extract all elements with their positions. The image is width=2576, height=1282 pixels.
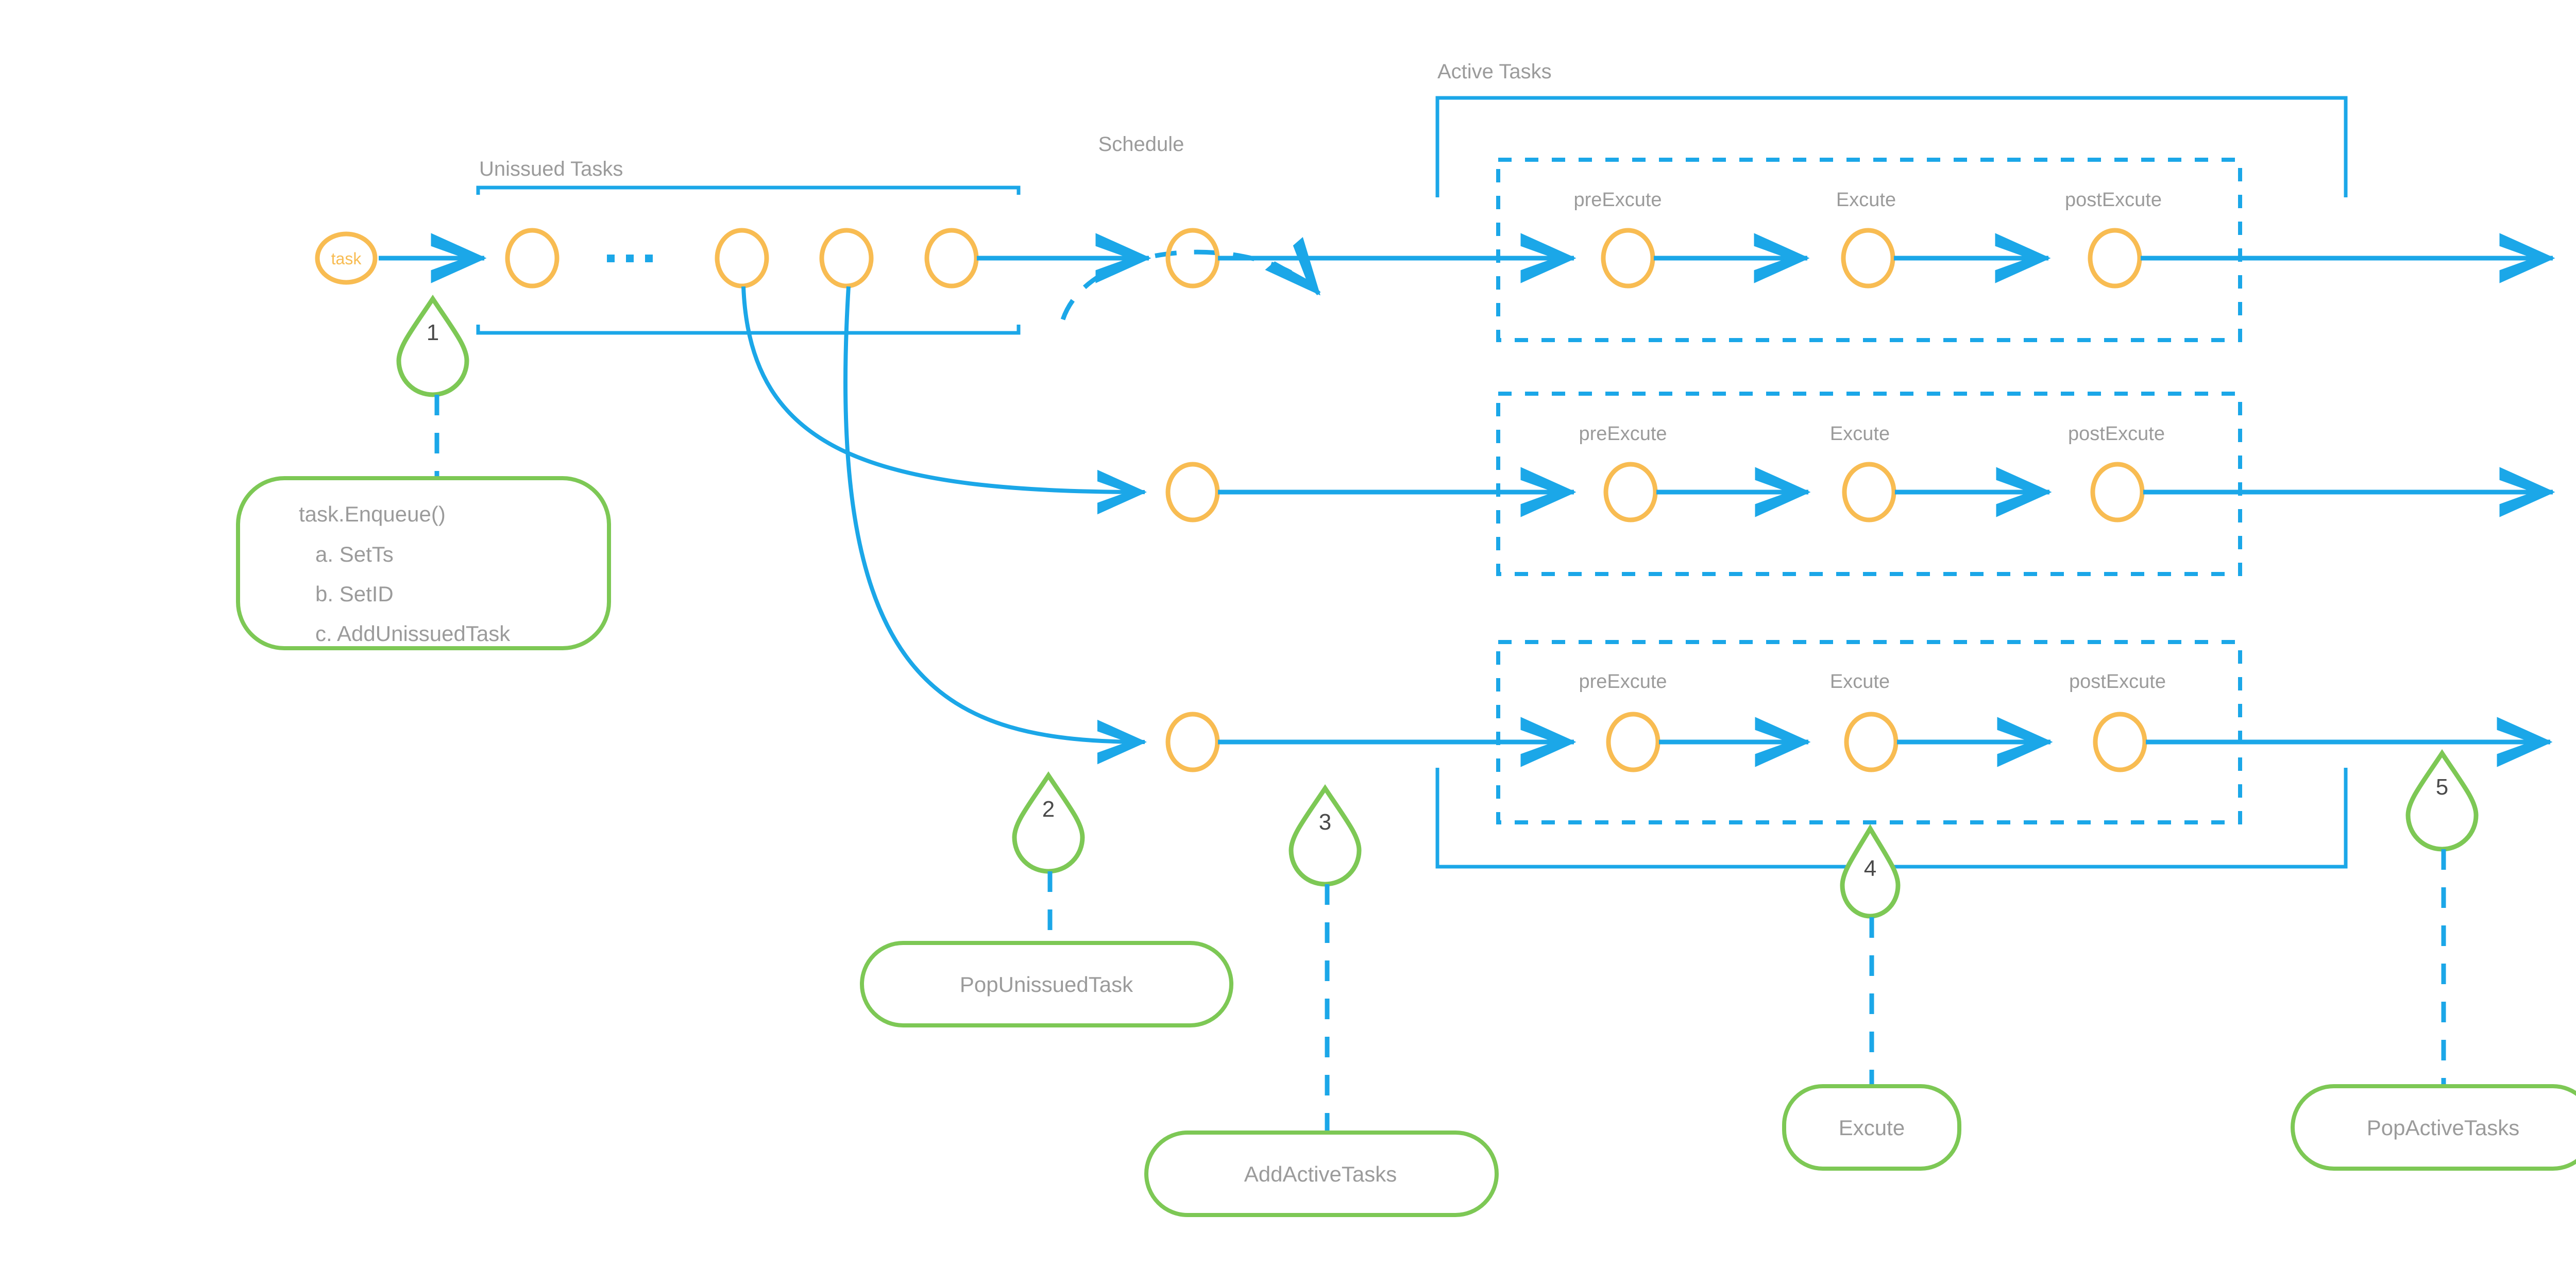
row3-node-post <box>2093 712 2147 772</box>
label-schedule: Schedule <box>1098 133 1184 156</box>
row2-label-pre: preExcute <box>1579 423 1667 445</box>
marker-2-number: 2 <box>1042 797 1055 822</box>
callout-popactive[interactable]: PopActiveTasks <box>2291 1084 2576 1171</box>
callout-popunissued[interactable]: PopUnissuedTask <box>860 941 1233 1027</box>
node-task-label: task <box>331 249 362 268</box>
row2-label-exec: Excute <box>1830 423 1890 445</box>
row1-node-post <box>2088 228 2142 289</box>
queue-node-1 <box>505 228 560 289</box>
row3-label-post: postExcute <box>2069 671 2166 693</box>
callout-enqueue-item-1: b. SetID <box>315 582 394 606</box>
row3-entry-node <box>1165 712 1220 772</box>
marker-5-number: 5 <box>2436 774 2448 800</box>
edge-queue-to-row2 <box>741 286 1147 515</box>
queue-node-2 <box>715 228 769 289</box>
callout-excute-label: Excute <box>1839 1116 1905 1140</box>
callout-addactive[interactable]: AddActiveTasks <box>1144 1131 1499 1217</box>
callout-enqueue-item-2: c. AddUnissuedTask <box>315 621 511 646</box>
callout-popunissued-label: PopUnissuedTask <box>960 972 1133 997</box>
row2-entry-node <box>1165 462 1220 522</box>
label-unissued-tasks: Unissued Tasks <box>479 158 623 180</box>
callout-enqueue[interactable]: task.Enqueue() a. SetTs b. SetID c. AddU… <box>236 476 611 650</box>
row1-node-pre <box>1601 228 1655 289</box>
marker-1-number: 1 <box>427 320 439 345</box>
callout-enqueue-title: task.Enqueue() <box>299 502 446 526</box>
marker-5[interactable]: 5 <box>2405 749 2479 852</box>
callout-enqueue-item-0: a. SetTs <box>315 542 394 566</box>
row3-label-exec: Excute <box>1830 671 1890 693</box>
schedule-arc <box>1060 237 1321 320</box>
row3-pipeline-box <box>1496 640 2242 824</box>
marker-4[interactable]: 4 <box>1840 824 1901 919</box>
row3-label-pre: preExcute <box>1579 671 1667 693</box>
row1-pipeline-box <box>1496 158 2242 342</box>
queue-node-4 <box>924 228 979 289</box>
row1-node-exec <box>1841 228 1895 289</box>
callout-excute[interactable]: Excute <box>1782 1084 1961 1171</box>
row2-node-exec <box>1842 462 1896 522</box>
row1-entry-node <box>1165 228 1220 289</box>
node-task: task <box>315 231 378 285</box>
callout-popactive-label: PopActiveTasks <box>2367 1116 2519 1140</box>
marker-3-number: 3 <box>1319 809 1331 835</box>
row2-node-pre <box>1603 462 1658 522</box>
row3-node-exec <box>1844 712 1899 772</box>
label-active-tasks: Active Tasks <box>1437 60 1552 83</box>
marker-4-number: 4 <box>1864 856 1876 881</box>
row1-label-pre: preExcute <box>1573 189 1662 211</box>
marker-3[interactable]: 3 <box>1289 784 1362 887</box>
row2-node-post <box>2090 462 2145 522</box>
row3-node-pre <box>1606 712 1660 772</box>
callout-addactive-label: AddActiveTasks <box>1244 1162 1397 1186</box>
marker-2[interactable]: 2 <box>1012 771 1085 874</box>
row2-pipeline-box <box>1496 392 2242 576</box>
edge-queue-to-row3 <box>843 286 1147 765</box>
queue-ellipsis-dots <box>607 255 653 262</box>
row1-label-post: postExcute <box>2065 189 2162 211</box>
marker-1[interactable]: 1 <box>396 294 469 397</box>
queue-node-3 <box>819 228 874 289</box>
row1-label-exec: Excute <box>1836 189 1896 211</box>
row2-label-post: postExcute <box>2068 423 2165 445</box>
